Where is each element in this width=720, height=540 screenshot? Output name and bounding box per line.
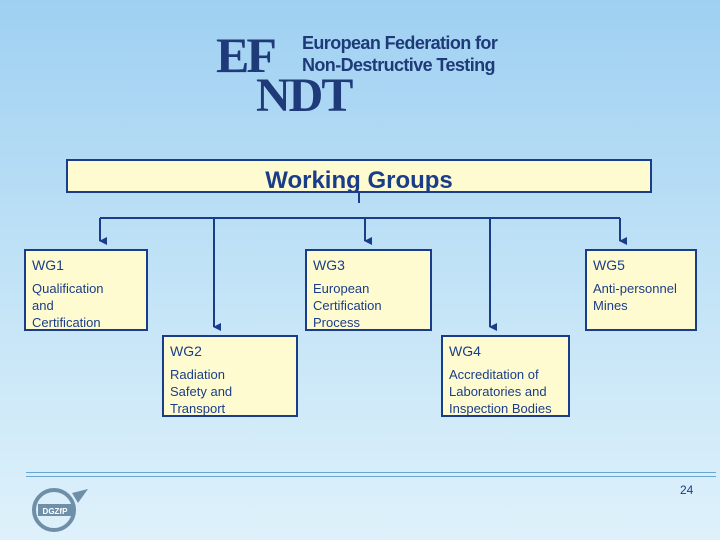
wg5-code: WG5 bbox=[593, 257, 625, 273]
efndt-logo: EF European Federation for Non-Destructi… bbox=[216, 26, 506, 122]
wg3-code: WG3 bbox=[313, 257, 345, 273]
wg1-description: Qualification and Certification bbox=[32, 281, 104, 330]
wg1-box: WG1 Qualification and Certification bbox=[24, 249, 148, 331]
wg2-code: WG2 bbox=[170, 343, 202, 359]
working-groups-title-text: Working Groups bbox=[265, 167, 453, 194]
wg2-description: Radiation Safety and Transport bbox=[170, 367, 233, 416]
wg1-code: WG1 bbox=[32, 257, 64, 273]
wg2-box: WG2 Radiation Safety and Transport bbox=[162, 335, 298, 417]
dgzfp-logo: DGZfP bbox=[32, 488, 88, 532]
wg3-box: WG3 European Certification Process bbox=[305, 249, 432, 331]
page-number: 24 bbox=[680, 483, 694, 497]
dgzfp-logo-text: DGZfP bbox=[43, 507, 69, 516]
logo-ndt: NDT bbox=[256, 69, 353, 122]
footer-divider bbox=[26, 472, 716, 473]
wg3-description: European Certification Process bbox=[313, 281, 382, 330]
logo-ef: EF bbox=[216, 27, 277, 83]
wg4-box: WG4 Accreditation of Laboratories and In… bbox=[441, 335, 570, 417]
wg5-description: Anti-personnel Mines bbox=[593, 281, 677, 313]
logo-line-2: Non-Destructive Testing bbox=[302, 55, 496, 75]
wg4-code: WG4 bbox=[449, 343, 481, 359]
wg4-description: Accreditation of Laboratories and Inspec… bbox=[449, 367, 552, 416]
logo-line-1: European Federation for bbox=[302, 33, 498, 53]
footer-divider bbox=[26, 476, 716, 477]
working-groups-title: Working Groups bbox=[66, 159, 652, 194]
wg5-box: WG5 Anti-personnel Mines bbox=[585, 249, 697, 331]
